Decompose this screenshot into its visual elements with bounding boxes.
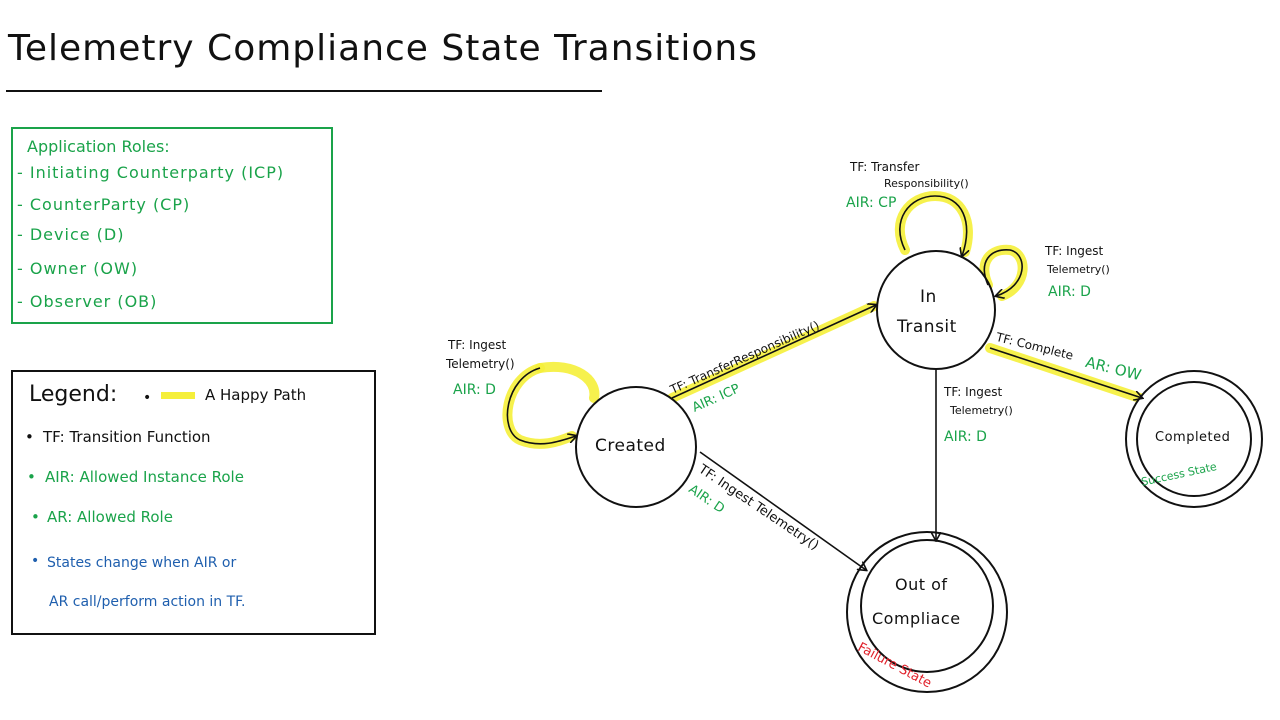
state-ooc-label-2: Compliace — [872, 609, 961, 628]
created-self-air-label: AIR: D — [453, 382, 496, 398]
legend-bullet: • — [31, 553, 40, 569]
arrow-transfer — [671, 305, 876, 399]
transit-self-ingest-tf-label-1: TF: Ingest — [1045, 244, 1104, 258]
transit-self-transfer-air-label: AIR: CP — [846, 195, 897, 211]
page-title: Telemetry Compliance State Transitions — [8, 28, 758, 69]
title-underline — [6, 90, 602, 92]
legend-bullet: • — [143, 390, 152, 406]
legend-note-line2: AR call/perform action in TF. — [49, 594, 246, 610]
role-item: - CounterParty (CP) — [17, 195, 191, 214]
arrow-created-to-ooc — [699, 451, 866, 570]
legend-bullet: • — [25, 428, 34, 446]
state-ooc-label-1: Out of — [895, 575, 948, 594]
state-ooc-outer — [846, 531, 1008, 693]
state-completed-label: Completed — [1155, 430, 1231, 445]
legend-happy-path: A Happy Path — [205, 386, 307, 404]
role-item: - Owner (OW) — [17, 259, 139, 278]
state-in-transit — [876, 250, 996, 370]
state-created-label: Created — [595, 436, 666, 456]
transit-self-transfer-tf-label-2: Responsibility() — [884, 177, 969, 190]
legend-bullet: • — [27, 468, 36, 486]
state-created — [575, 386, 697, 508]
transit-ooc-tf-label-2: Telemetry() — [950, 404, 1013, 417]
arrow-created-self-loop — [506, 367, 576, 445]
state-completed-inner — [1136, 381, 1252, 497]
created-self-tf-label-1: TF: Ingest — [448, 338, 507, 352]
created-self-tf-label-2: Telemetry() — [446, 357, 515, 371]
transit-self-transfer-tf-label-1: TF: Transfer — [850, 160, 920, 174]
happy-path-created-loop — [502, 363, 577, 449]
arrow-transit-self-ingest — [983, 249, 1023, 296]
transit-self-ingest-air-label: AIR: D — [1048, 284, 1091, 300]
legend-note-line1: States change when AIR or — [47, 555, 237, 571]
state-completed-outer — [1125, 370, 1263, 508]
roles-title: Application Roles: — [27, 137, 170, 156]
legend-ar: AR: Allowed Role — [47, 508, 173, 526]
role-item: - Initiating Counterparty (ICP) — [17, 163, 285, 182]
role-item: - Device (D) — [17, 225, 125, 244]
legend-bullet: • — [31, 508, 40, 526]
transit-ooc-air-label: AIR: D — [944, 429, 987, 445]
legend-tf: TF: Transition Function — [43, 428, 211, 446]
happy-path-created-loop-top — [535, 361, 600, 403]
state-in-transit-label-2: Transit — [897, 317, 957, 337]
legend-air: AIR: Allowed Instance Role — [45, 468, 244, 486]
transit-self-ingest-tf-label-2: Telemetry() — [1047, 263, 1110, 276]
state-in-transit-label-1: In — [920, 287, 937, 307]
state-ooc-inner — [860, 539, 994, 673]
legend-heading: Legend: — [29, 382, 118, 407]
arrow-transit-self-transfer — [899, 195, 967, 256]
role-item: - Observer (OB) — [17, 292, 158, 311]
legend-box: Legend: • A Happy Path • TF: Transition … — [11, 370, 376, 635]
happy-path-swatch — [161, 392, 195, 399]
application-roles-box: Application Roles: - Initiating Counterp… — [11, 127, 333, 324]
arrow-complete — [989, 347, 1142, 398]
transit-ooc-tf-label-1: TF: Ingest — [944, 385, 1003, 399]
